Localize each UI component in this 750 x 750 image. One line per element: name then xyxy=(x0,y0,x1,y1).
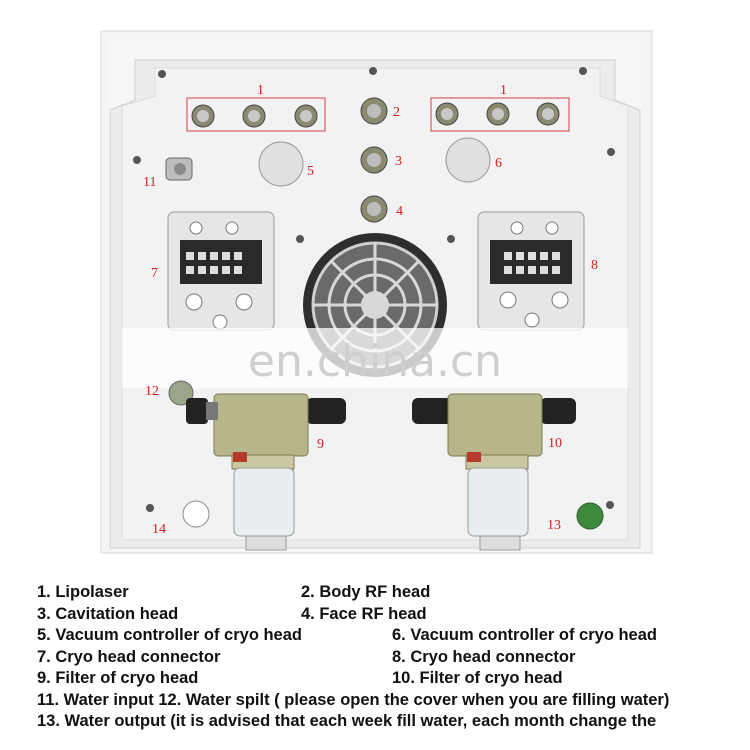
callout-4: 4 xyxy=(396,204,403,219)
legend-item-7: 7. Cryo head connector xyxy=(37,647,221,666)
device-back-panel-photo: en.china.cn 1 1 2 3 4 5 6 7 8 9 10 xyxy=(100,30,653,554)
callout-2: 2 xyxy=(393,105,400,120)
callout-13: 13 xyxy=(547,518,561,533)
lipolaser-connectors-left xyxy=(191,104,318,128)
legend-row-3: 5. Vacuum controller of cryo head 6. Vac… xyxy=(37,626,750,648)
rf-cavitation-connectors xyxy=(360,97,388,223)
water-output-port xyxy=(576,502,604,530)
legend-item-3: 3. Cavitation head xyxy=(37,604,179,623)
callout-7: 7 xyxy=(151,266,158,281)
legend-row-1: 1. Lipolaser 2. Body RF head xyxy=(37,583,750,605)
legend-row-5: 9. Filter of cryo head 10. Filter of cry… xyxy=(37,669,750,691)
vacuum-knob-right xyxy=(445,137,491,183)
callout-6: 6 xyxy=(495,156,502,171)
callout-10: 10 xyxy=(548,436,562,451)
legend-row-7: 13. Water output (it is advised that eac… xyxy=(37,712,750,734)
legend-item-4: 4. Face RF head xyxy=(301,604,427,623)
callout-11: 11 xyxy=(143,175,156,190)
watermark-text: en.china.cn xyxy=(248,336,502,387)
water-input-fitting xyxy=(165,157,193,181)
lipolaser-group-right-box xyxy=(430,97,570,132)
water-spilt-port xyxy=(168,380,194,406)
callout-5: 5 xyxy=(307,164,314,179)
legend-item-5: 5. Vacuum controller of cryo head xyxy=(37,626,302,644)
legend-item-11-12: 11. Water input 12. Water spilt ( please… xyxy=(37,690,670,709)
cryo-connector-right xyxy=(477,211,585,331)
vacuum-knob-left xyxy=(258,141,304,187)
callout-numbers: 1 1 2 3 4 5 6 7 8 9 10 11 12 13 14 xyxy=(143,83,598,537)
lipolaser-group-left-box xyxy=(186,97,326,132)
callout-12: 12 xyxy=(145,384,159,399)
port-14 xyxy=(182,500,210,528)
screws xyxy=(133,67,615,512)
cryo-filter-right xyxy=(412,393,576,551)
watermark-band xyxy=(122,328,628,388)
legend-item-2: 2. Body RF head xyxy=(301,583,431,601)
legend-item-6: 6. Vacuum controller of cryo head xyxy=(392,626,657,644)
callout-1-left: 1 xyxy=(257,83,264,98)
parts-legend: 1. Lipolaser 2. Body RF head 3. Cavitati… xyxy=(37,583,750,734)
legend-row-4: 7. Cryo head connector 8. Cryo head conn… xyxy=(37,648,750,670)
callout-3: 3 xyxy=(395,154,402,169)
legend-row-2: 3. Cavitation head 4. Face RF head xyxy=(37,605,750,627)
cryo-connector-left xyxy=(167,211,275,331)
lipolaser-connectors-right xyxy=(435,102,560,126)
callout-8: 8 xyxy=(591,258,598,273)
legend-item-10: 10. Filter of cryo head xyxy=(392,669,563,687)
callout-9: 9 xyxy=(317,437,324,452)
legend-item-13: 13. Water output (it is advised that eac… xyxy=(37,712,657,730)
legend-item-9: 9. Filter of cryo head xyxy=(37,669,199,687)
callout-1-right: 1 xyxy=(500,83,507,98)
legend-item-1: 1. Lipolaser xyxy=(37,583,129,601)
legend-row-6: 11. Water input 12. Water spilt ( please… xyxy=(37,691,750,713)
legend-item-8: 8. Cryo head connector xyxy=(392,647,576,666)
callout-14: 14 xyxy=(152,522,166,537)
cryo-filter-left xyxy=(186,393,346,551)
